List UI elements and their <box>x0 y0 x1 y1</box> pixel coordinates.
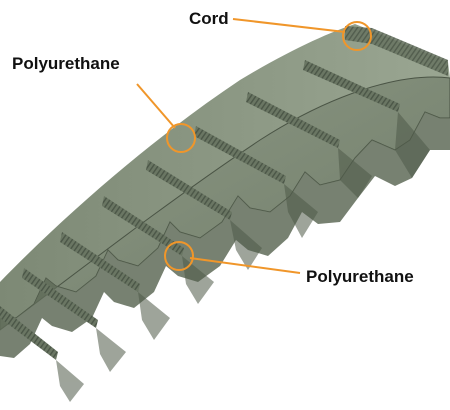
polyurethane-top-label: Polyurethane <box>12 54 120 73</box>
belt-lower-band <box>0 112 450 358</box>
tooth-rib-textures <box>0 60 400 360</box>
callout-circles <box>164 21 372 271</box>
cord-highlight-circle <box>342 21 372 51</box>
pu-top-leader-line <box>136 83 176 129</box>
cord-leader-line <box>232 18 346 33</box>
pu-top-highlight-circle <box>166 123 196 153</box>
cord-label: Cord <box>189 9 229 28</box>
tooth-shading <box>56 112 430 402</box>
polyurethane-bottom-label: Polyurethane <box>306 267 414 286</box>
callout-lines <box>136 18 346 274</box>
pu-bottom-highlight-circle <box>164 241 194 271</box>
pu-bottom-leader-line <box>189 257 301 274</box>
